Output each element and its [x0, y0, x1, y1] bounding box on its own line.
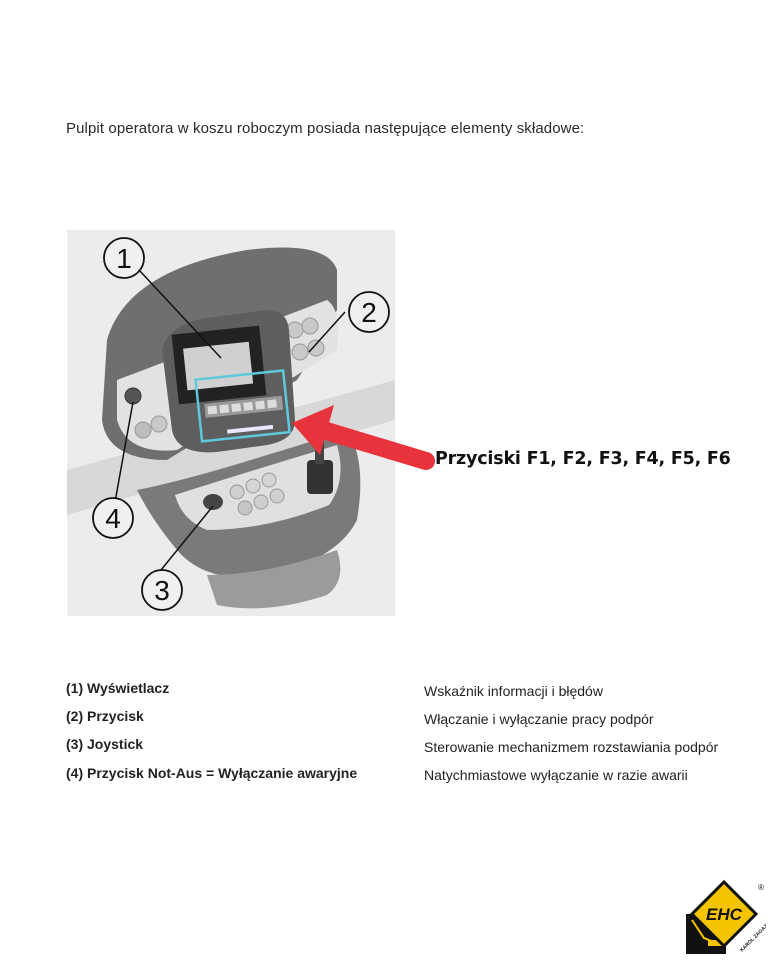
function-buttons-callout: Przyciski F1, F2, F3, F4, F5, F6	[435, 449, 731, 469]
operator-panel-illustration: 1 2 4 3	[67, 237, 395, 611]
operator-panel-figure: 1 2 4 3	[67, 230, 395, 616]
legend-desc-1: Wskaźnik informacji i błędów	[424, 683, 603, 699]
marker-4: 4	[105, 503, 121, 534]
legend-desc-2: Włączanie i wyłączanie pracy podpór	[424, 711, 654, 727]
marker-2: 2	[361, 297, 377, 328]
marker-3: 3	[154, 575, 170, 606]
intro-text: Pulpit operatora w koszu roboczym posiad…	[66, 120, 585, 137]
legend-label-2: (2) Przycisk	[66, 708, 144, 724]
red-arrow-icon	[292, 405, 435, 470]
legend-label-4: (4) Przycisk Not-Aus = Wyłączanie awaryj…	[66, 765, 358, 781]
logo-text: EHC	[706, 905, 743, 924]
legend-label-1: (1) Wyświetlacz	[66, 680, 170, 696]
ehc-logo: EHC ® KAROL ZAGAJEWSKI	[686, 879, 766, 954]
svg-text:®: ®	[758, 883, 764, 892]
legend-label-3: (3) Joystick	[66, 736, 144, 752]
legend-desc-3: Sterowanie mechanizmem rozstawiania podp…	[424, 739, 719, 755]
marker-1: 1	[116, 243, 132, 274]
legend-desc-4: Natychmiastowe wyłączanie w razie awarii	[424, 767, 688, 783]
